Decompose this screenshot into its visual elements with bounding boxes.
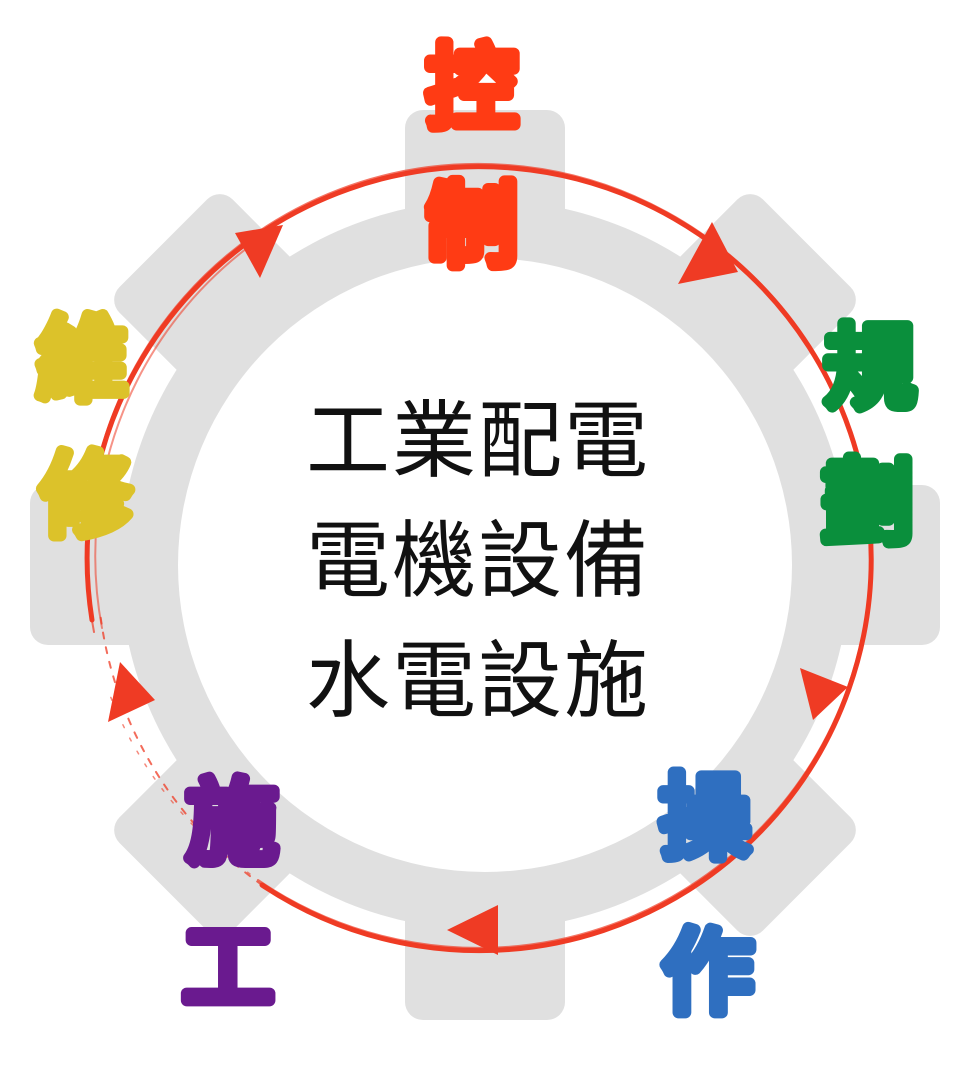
stage-operation: 操 作 bbox=[654, 760, 758, 1032]
cycle-ring bbox=[84, 162, 874, 954]
stage-operation-char-2: 作 bbox=[662, 919, 754, 1027]
cycle-arrows bbox=[108, 222, 848, 955]
stage-maintenance-char-2: 修 bbox=[40, 442, 133, 550]
stage-planning-char-2: 劃 bbox=[822, 449, 914, 557]
arrow-head-control-to-planning bbox=[678, 222, 738, 284]
stage-control-char-1: 控 bbox=[426, 34, 518, 142]
stage-maintenance: 維 修 bbox=[31, 302, 137, 555]
stage-construction-char-1: 施 bbox=[186, 769, 278, 877]
stage-control: 控 制 bbox=[421, 30, 522, 285]
stage-construction: 施 工 bbox=[177, 765, 282, 1027]
stage-control-char-2: 制 bbox=[426, 172, 518, 280]
center-title: 工業配電 電機設備 水電設施 bbox=[306, 392, 650, 730]
center-line-3: 水電設施 bbox=[306, 632, 650, 730]
arrow-head-planning-to-operation bbox=[800, 668, 848, 720]
arrow-head-operation-to-construction bbox=[447, 905, 498, 955]
arrow-head-construction-to-maintenance bbox=[108, 662, 155, 722]
stage-planning-char-1: 規 bbox=[824, 314, 916, 422]
stage-construction-char-2: 工 bbox=[182, 914, 274, 1022]
stage-operation-char-1: 操 bbox=[659, 764, 751, 872]
stage-maintenance-char-1: 維 bbox=[36, 306, 128, 414]
center-line-2: 電機設備 bbox=[306, 512, 650, 610]
arrow-head-maintenance-to-control bbox=[235, 225, 283, 278]
gear-icon bbox=[30, 110, 940, 1020]
stage-planning: 規 劃 bbox=[817, 310, 920, 562]
center-line-1: 工業配電 bbox=[306, 392, 650, 490]
